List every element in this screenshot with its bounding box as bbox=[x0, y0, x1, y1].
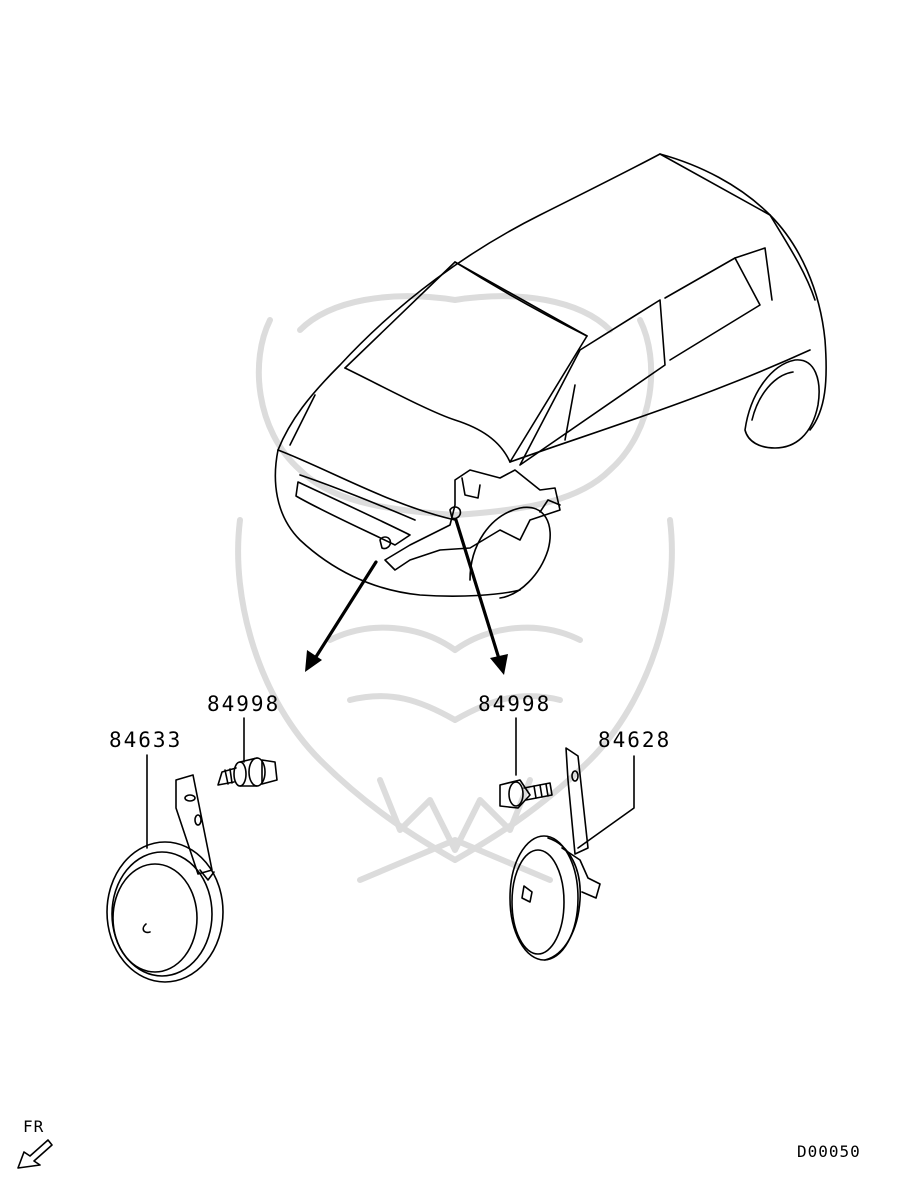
front-direction-label: FR bbox=[23, 1117, 45, 1136]
bolt-right bbox=[499, 779, 553, 809]
bolt-left bbox=[217, 757, 278, 787]
part-label-84998-left: 84998 bbox=[207, 692, 281, 716]
diagram-code: D00050 bbox=[797, 1142, 861, 1161]
arrow-right bbox=[454, 518, 508, 675]
arrow-left bbox=[305, 560, 378, 672]
part-label-84998-right: 84998 bbox=[478, 692, 552, 716]
front-direction-arrow-icon bbox=[17, 1139, 53, 1169]
watermark-emblem bbox=[235, 293, 675, 883]
horn-84633 bbox=[106, 774, 224, 983]
part-label-84628: 84628 bbox=[598, 728, 672, 752]
leader-84628 bbox=[577, 755, 635, 849]
car-outline bbox=[274, 153, 827, 599]
part-label-84633: 84633 bbox=[109, 728, 183, 752]
horn-84628 bbox=[509, 747, 601, 961]
